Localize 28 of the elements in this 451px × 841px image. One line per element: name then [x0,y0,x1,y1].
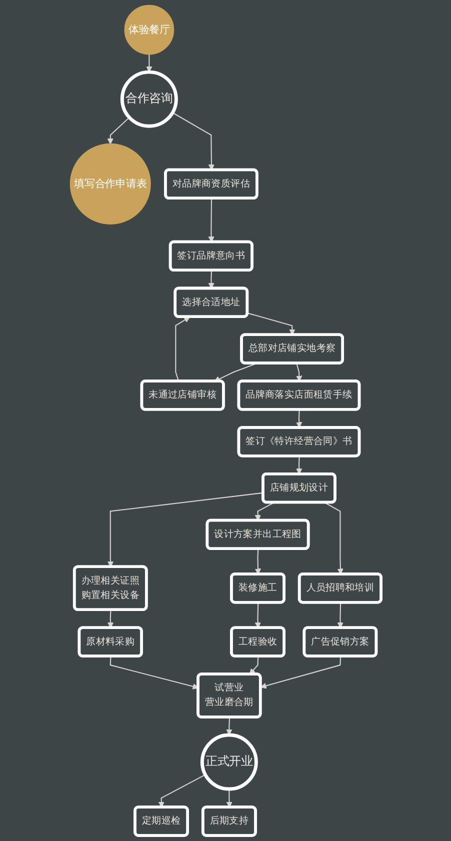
arrow [174,316,190,382]
node-circle: 填写合作申请表 [70,143,151,224]
arrow [110,656,198,690]
arrow [158,774,206,808]
arrow [146,54,152,72]
node-circle: 体验餐厅 [124,4,174,55]
arrow [172,112,214,170]
arrow [324,502,344,575]
node-circle: 正式开业 [200,733,258,791]
arrow [254,602,261,628]
node-circle: 合作咨询 [120,70,178,128]
arrow [247,312,295,336]
arrow [296,410,302,428]
arrow [214,362,257,382]
arrow [336,602,344,628]
arrow [254,548,261,575]
arrow [107,492,264,568]
arrow [226,717,232,736]
arrow [260,656,341,689]
arrow [107,610,114,628]
arrow [249,656,258,675]
arrow [208,198,214,242]
arrow [254,502,274,521]
arrow [107,117,130,144]
arrow [226,789,232,808]
arrow [296,456,302,474]
arrow [208,270,214,289]
arrow [296,363,302,382]
